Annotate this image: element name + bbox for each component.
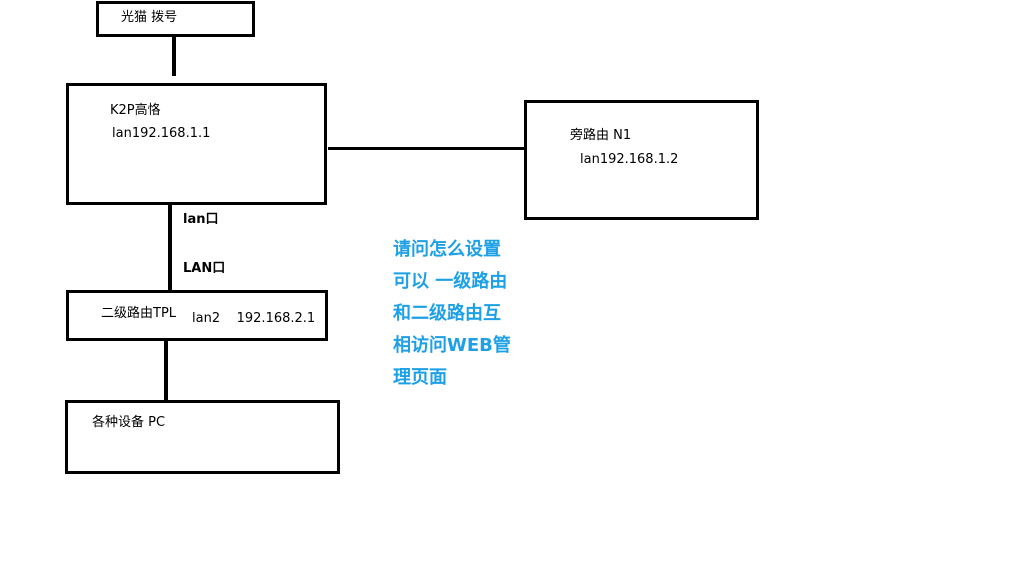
modem-to-main-link bbox=[172, 34, 176, 76]
question-line: 请问怎么设置 bbox=[393, 239, 501, 260]
question-line: 可以 一级路由 bbox=[393, 271, 508, 292]
question-line: 和二级路由互 bbox=[393, 303, 501, 324]
main-to-secondary-link bbox=[168, 203, 172, 292]
modem-node bbox=[96, 1, 255, 37]
question-line: 相访问WEB管 bbox=[393, 335, 511, 356]
bypass-router-node bbox=[524, 100, 759, 220]
main-router-node bbox=[66, 83, 327, 205]
secondary-router-node bbox=[66, 290, 328, 341]
main-port-label: lan口 bbox=[183, 212, 219, 227]
question-note: 请问怎么设置 可以 一级路由 和二级路由互 相访问WEB管 理页面 bbox=[393, 234, 511, 394]
main-to-bypass-link bbox=[328, 147, 527, 150]
main-router-ip: lan192.168.1.1 bbox=[112, 126, 211, 141]
modem-label: 光猫 拨号 bbox=[121, 10, 178, 25]
bypass-router-name: 旁路由 N1 bbox=[570, 128, 632, 143]
secondary-router-name: 二级路由TPL bbox=[101, 306, 177, 321]
secondary-router-ip: lan2 192.168.2.1 bbox=[192, 311, 316, 326]
secondary-port-label: LAN口 bbox=[183, 261, 226, 276]
secondary-to-devices-link bbox=[164, 339, 168, 412]
devices-node bbox=[65, 400, 340, 474]
main-router-name: K2P高恪 bbox=[110, 103, 161, 118]
devices-label: 各种设备 PC bbox=[92, 415, 166, 430]
question-line: 理页面 bbox=[393, 367, 447, 388]
bypass-router-ip: lan192.168.1.2 bbox=[580, 152, 679, 167]
